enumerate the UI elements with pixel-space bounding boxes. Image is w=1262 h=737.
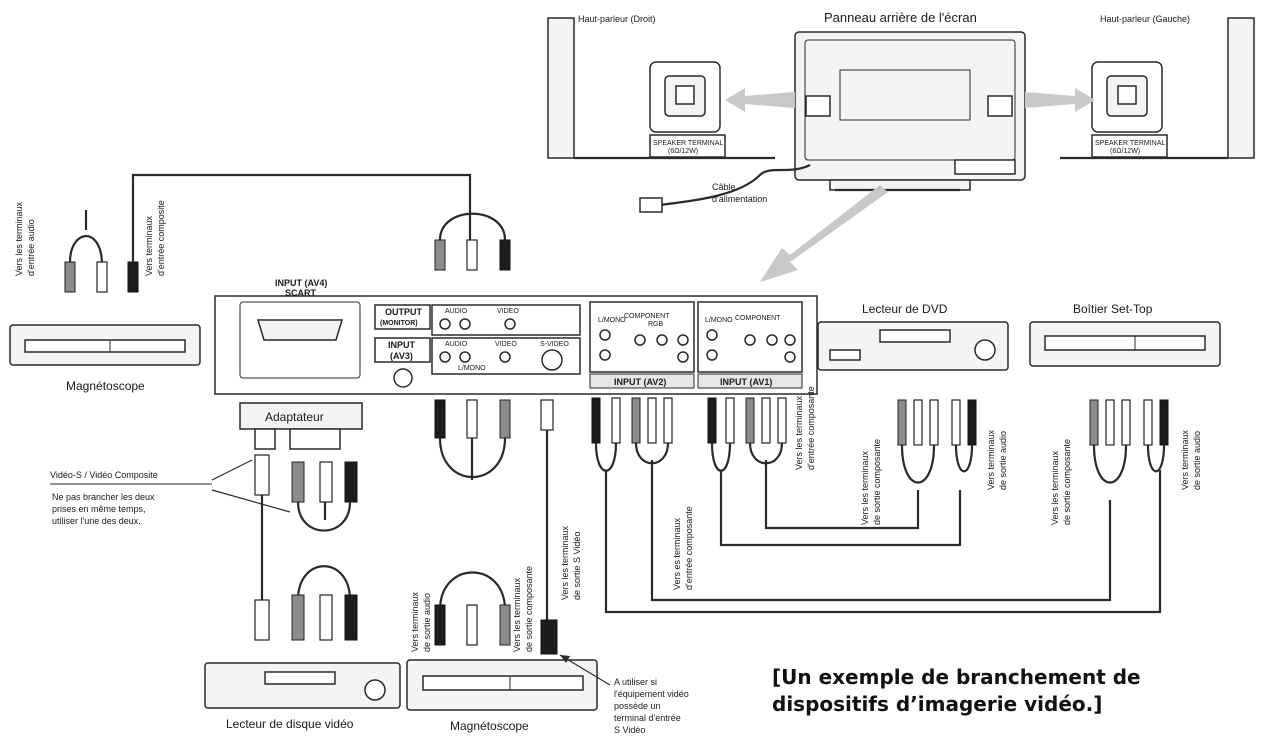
display-rear-panel: Panneau arrière de l'écran	[725, 10, 1095, 282]
speaker-terminal-label-left: SPEAKER TERMINAL	[1095, 140, 1165, 147]
output-video-label: VIDEO	[497, 308, 519, 315]
note-line-3: utiliser l'une des deux.	[52, 516, 141, 526]
input3-svideo-label: S-VIDEO	[540, 341, 569, 348]
av2-rgb-label: RGB	[648, 321, 664, 328]
input3-video-label: VIDEO	[495, 341, 517, 348]
caption-line-2: dispositifs d’imagerie vidéo.]	[772, 692, 1102, 716]
note-line-1: Ne pas brancher les deux	[52, 492, 155, 502]
power-cable: Câble d'alimentation	[639, 164, 811, 213]
svideo-composite-label: Vidéo-S / Vidéo Composite	[50, 470, 158, 480]
speaker-left-label: Haut-parleur (Gauche)	[1100, 14, 1190, 24]
dvd-player: Lecteur de DVD	[817, 302, 1009, 371]
svideo-composite-note: Vidéo-S / Vidéo Composite Ne pas branche…	[50, 459, 291, 526]
speaker-left: SPEAKER TERMINAL (6Ω/12W) Haut-parleur (…	[1060, 14, 1255, 160]
vcr-comp-out-b: de sortie composante	[524, 566, 534, 652]
vcr-svideo-out-b: de sortie S Vidéo	[572, 532, 582, 600]
dvd-audio-out-b: de sortie audio	[998, 431, 1008, 490]
vcr-audio-out-a: Vers terminaux	[410, 591, 420, 652]
vcr-top-vertical-1b: d'entrée audio	[26, 219, 36, 276]
dvd-comp-in-b: d'entrée composante	[806, 386, 816, 470]
vcr-top-vertical-2a: Vers terminaux	[144, 215, 154, 276]
input3-label-1: INPUT	[388, 340, 416, 350]
vcr-audio-out-b: de sortie audio	[422, 593, 432, 652]
svideo-usage-note: A utiliser si l'équipement vidéo possède…	[559, 654, 689, 735]
vcr-top-label: Magnétoscope	[66, 379, 145, 393]
vcr-comp-out-a: Vers les terminaux	[512, 577, 522, 652]
caption-line-1: [Un exemple de branchement de	[772, 665, 1141, 689]
speaker-right: SPEAKER TERMINAL (6Ω/12W) Haut-parleur (…	[547, 14, 775, 160]
av2-lmono-label: L/MONO	[598, 317, 626, 324]
speaker-terminal-sub: (6Ω/12W)	[668, 148, 698, 155]
av-cables: Vers es terminaux d'entrée composante Ve…	[591, 386, 1202, 614]
rear-panel-label: Panneau arrière de l'écran	[824, 10, 977, 25]
input3-label-2: (AV3)	[390, 351, 413, 361]
av1-lmono-label: L/MONO	[705, 317, 733, 324]
set-top-box: Boîtier Set-Top	[1029, 302, 1221, 367]
note-line-2: prises en même temps,	[52, 504, 146, 514]
av1-component-label: COMPONENT	[735, 315, 781, 322]
power-cable-label-2: d'alimentation	[712, 194, 767, 204]
svideo-note-3: possède un	[614, 701, 661, 711]
vcr-top-vertical-2b: d'entrée composite	[156, 200, 166, 276]
disc-player-label: Lecteur de disque vidéo	[226, 717, 354, 731]
vcr-top-vertical-1a: Vers les terminaux	[14, 201, 24, 276]
vcr-top: Magnétoscope Vers les terminaux d'entrée…	[9, 173, 472, 393]
output-audio-label: AUDIO	[445, 308, 468, 315]
av2-component-label: COMPONENT	[624, 313, 670, 320]
input3-audio-label: AUDIO	[445, 341, 468, 348]
svideo-note-1: A utiliser si	[614, 677, 657, 687]
tv-terminal-panel: INPUT (AV4) SCART OUTPUT (MONITOR) AUDIO…	[214, 278, 818, 395]
settop-label: Boîtier Set-Top	[1073, 302, 1153, 316]
av2-comp-in-a: Vers es terminaux	[672, 517, 682, 590]
vcr-bottom-label: Magnétoscope	[450, 719, 529, 733]
speaker-terminal-sub-left: (6Ω/12W)	[1110, 148, 1140, 155]
dvd-comp-out-a: Vers les terminaux	[860, 450, 870, 525]
speaker-terminal-label: SPEAKER TERMINAL	[653, 140, 723, 147]
dvd-comp-out-b: de sortie composante	[872, 439, 882, 525]
disc-player: Lecteur de disque vidéo	[204, 662, 401, 731]
scart-label-2: SCART	[285, 288, 317, 298]
stb-audio-out-a: Vers terminaux	[1180, 429, 1190, 490]
av2-comp-in-b: d'entrée composante	[684, 506, 694, 590]
svideo-note-2: l'équipement vidéo	[614, 689, 689, 699]
speaker-right-label: Haut-parleur (Droit)	[578, 14, 656, 24]
scart-label-1: INPUT (AV4)	[275, 278, 327, 288]
svideo-note-5: S Vidéo	[614, 725, 645, 735]
stb-audio-out-b: de sortie audio	[1192, 431, 1202, 490]
output-label-2: (MONITOR)	[380, 320, 418, 327]
av1-label: INPUT (AV1)	[720, 377, 772, 387]
vcr-bottom: Magnétoscope Vers terminaux de sortie au…	[406, 399, 598, 733]
input3-lmono-label: L/MONO	[458, 365, 486, 372]
svideo-note-4: terminal d'entrée	[614, 713, 681, 723]
power-cable-label-1: Câble	[712, 182, 736, 192]
plugs-output	[434, 212, 511, 271]
adapter: Adaptateur	[239, 402, 363, 641]
stb-comp-out-a: Vers les terminaux	[1050, 450, 1060, 525]
vcr-svideo-out-a: Vers les terminaux	[560, 525, 570, 600]
dvd-audio-out-a: Vers terminaux	[986, 429, 996, 490]
stb-comp-out-b: de sortie composante	[1062, 439, 1072, 525]
output-label-1: OUTPUT	[385, 307, 423, 317]
dvd-label: Lecteur de DVD	[862, 302, 948, 316]
adapter-label: Adaptateur	[265, 410, 324, 424]
av2-label: INPUT (AV2)	[614, 377, 666, 387]
dvd-comp-in-a: Vers les terminaux	[794, 395, 804, 470]
